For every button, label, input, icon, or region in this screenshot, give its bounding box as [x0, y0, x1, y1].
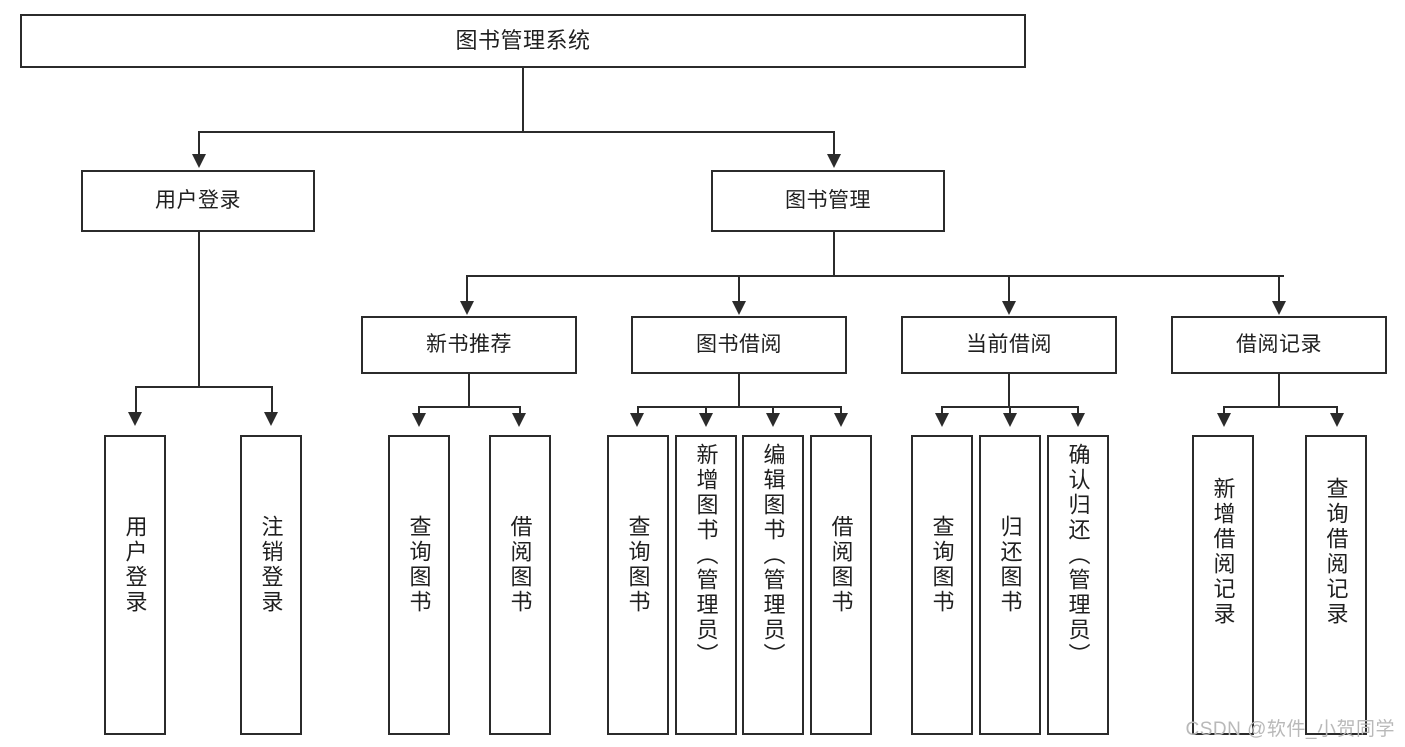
connector-bb-stem	[738, 374, 740, 407]
arrow-book-borrow	[732, 301, 746, 315]
connector-br-c1	[1223, 406, 1225, 415]
node-leaf-add-book-label: 新增图书（管理员）	[693, 443, 719, 668]
node-leaf-add-record-label: 新增借阅记录	[1210, 477, 1236, 627]
node-leaf-edit-book[interactable]: 编辑图书（管理员）	[742, 435, 804, 735]
connector-nbr-c2	[519, 406, 521, 415]
connector-nbr-bus	[418, 406, 520, 408]
node-root-label: 图书管理系统	[455, 28, 591, 54]
connector-user-login-stem	[198, 232, 200, 387]
node-borrow-record-label: 借阅记录	[1236, 332, 1322, 356]
arrow-leaf-edit-book	[766, 413, 780, 427]
arrow-leaf-logout	[264, 412, 278, 426]
arrow-leaf-add-record	[1217, 413, 1231, 427]
arrow-to-book-management	[827, 154, 841, 168]
node-book-borrow-label: 图书借阅	[696, 332, 782, 356]
node-root[interactable]: 图书管理系统	[20, 14, 1026, 68]
arrow-leaf-user-login	[128, 412, 142, 426]
connector-book-management-stem	[833, 232, 835, 276]
node-user-login-label: 用户登录	[155, 188, 241, 212]
connector-bm-child2	[738, 275, 740, 303]
arrow-leaf-query-book-2	[630, 413, 644, 427]
connector-root-bus	[198, 131, 834, 133]
connector-user-login-child2	[271, 386, 273, 414]
arrow-leaf-add-book	[699, 413, 713, 427]
node-leaf-confirm-return-label: 确认归还（管理员）	[1065, 443, 1091, 668]
connector-bb-c4	[840, 406, 842, 415]
node-book-management[interactable]: 图书管理	[711, 170, 945, 232]
node-user-login[interactable]: 用户登录	[81, 170, 315, 232]
node-leaf-borrow-book-1[interactable]: 借阅图书	[489, 435, 551, 735]
node-leaf-borrow-book-2-label: 借阅图书	[828, 515, 854, 615]
arrow-new-book-recommend	[460, 301, 474, 315]
connector-bb-c1	[637, 406, 639, 415]
node-leaf-query-book-2-label: 查询图书	[625, 515, 651, 615]
connector-to-user-login	[198, 131, 200, 157]
node-leaf-logout-label: 注销登录	[258, 515, 284, 615]
connector-cb-stem	[1008, 374, 1010, 407]
node-current-borrow[interactable]: 当前借阅	[901, 316, 1117, 374]
connector-bb-c2	[705, 406, 707, 415]
node-leaf-logout[interactable]: 注销登录	[240, 435, 302, 735]
arrow-leaf-query-book-1	[412, 413, 426, 427]
connector-bb-c3	[772, 406, 774, 415]
arrow-current-borrow	[1002, 301, 1016, 315]
node-leaf-query-record-label: 查询借阅记录	[1323, 477, 1349, 627]
node-current-borrow-label: 当前借阅	[966, 332, 1052, 356]
node-leaf-edit-book-label: 编辑图书（管理员）	[760, 443, 786, 668]
node-leaf-query-book-2[interactable]: 查询图书	[607, 435, 669, 735]
node-leaf-user-login[interactable]: 用户登录	[104, 435, 166, 735]
node-leaf-query-book-1[interactable]: 查询图书	[388, 435, 450, 735]
connector-bb-bus	[637, 406, 841, 408]
arrow-leaf-borrow-book-2	[834, 413, 848, 427]
connector-br-bus	[1223, 406, 1336, 408]
node-leaf-return-book[interactable]: 归还图书	[979, 435, 1041, 735]
connector-bm-child3	[1008, 275, 1010, 303]
arrow-to-user-login	[192, 154, 206, 168]
node-leaf-query-record[interactable]: 查询借阅记录	[1305, 435, 1367, 735]
node-leaf-add-book[interactable]: 新增图书（管理员）	[675, 435, 737, 735]
arrow-leaf-query-record	[1330, 413, 1344, 427]
arrow-leaf-confirm-return	[1071, 413, 1085, 427]
connector-user-login-bus	[135, 386, 271, 388]
connector-cb-c2	[1009, 406, 1011, 415]
connector-user-login-child1	[135, 386, 137, 414]
node-leaf-confirm-return[interactable]: 确认归还（管理员）	[1047, 435, 1109, 735]
connector-cb-c1	[941, 406, 943, 415]
node-leaf-add-record[interactable]: 新增借阅记录	[1192, 435, 1254, 735]
connector-nbr-c1	[418, 406, 420, 415]
node-leaf-return-book-label: 归还图书	[997, 515, 1023, 615]
node-book-management-label: 图书管理	[785, 188, 871, 212]
connector-cb-c3	[1077, 406, 1079, 415]
arrow-leaf-borrow-book-1	[512, 413, 526, 427]
connector-br-stem	[1278, 374, 1280, 407]
node-new-book-recommend-label: 新书推荐	[426, 332, 512, 356]
connector-bm-child1	[466, 275, 468, 303]
arrow-leaf-query-book-3	[935, 413, 949, 427]
watermark-text: CSDN @软件_小贺同学	[1185, 719, 1395, 740]
connector-br-c2	[1336, 406, 1338, 415]
node-new-book-recommend[interactable]: 新书推荐	[361, 316, 577, 374]
arrow-borrow-record	[1272, 301, 1286, 315]
connector-book-management-bus	[466, 275, 1284, 277]
connector-bm-child4	[1278, 275, 1280, 303]
node-leaf-borrow-book-2[interactable]: 借阅图书	[810, 435, 872, 735]
node-leaf-user-login-label: 用户登录	[122, 515, 148, 615]
connector-root-stem	[522, 68, 524, 132]
node-borrow-record[interactable]: 借阅记录	[1171, 316, 1387, 374]
connector-nbr-stem	[468, 374, 470, 407]
node-leaf-query-book-3[interactable]: 查询图书	[911, 435, 973, 735]
node-book-borrow[interactable]: 图书借阅	[631, 316, 847, 374]
node-leaf-query-book-3-label: 查询图书	[929, 515, 955, 615]
node-leaf-query-book-1-label: 查询图书	[406, 515, 432, 615]
connector-to-book-management	[833, 131, 835, 157]
node-leaf-borrow-book-1-label: 借阅图书	[507, 515, 533, 615]
arrow-leaf-return-book	[1003, 413, 1017, 427]
